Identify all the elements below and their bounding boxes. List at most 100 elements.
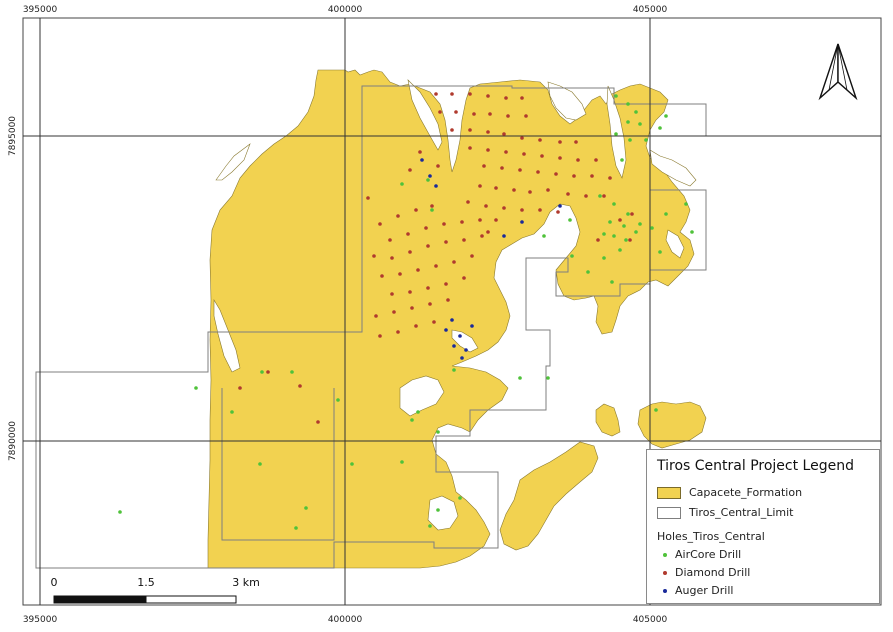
aircore-drill-hole xyxy=(602,256,606,260)
auger-drill-hole xyxy=(434,184,438,188)
diamond-drill-hole xyxy=(380,274,384,278)
tiros-central-limit-swatch xyxy=(657,506,681,519)
diamond-drill-hole xyxy=(432,320,436,324)
diamond-drill-hole xyxy=(372,254,376,258)
diamond-drill-hole xyxy=(484,204,488,208)
diamond-drill-hole xyxy=(460,220,464,224)
aircore-drill-hole xyxy=(624,238,628,242)
diamond-drill-hole xyxy=(518,168,522,172)
auger-drill-holes xyxy=(420,158,562,360)
coordinate-grid xyxy=(23,18,881,605)
diamond-drill-hole xyxy=(528,190,532,194)
aircore-drill-hole xyxy=(608,220,612,224)
formation-southeast-polygon xyxy=(499,441,599,551)
aircore-drill-hole xyxy=(644,138,648,142)
aircore-drill-hole xyxy=(546,376,550,380)
diamond-drill-hole xyxy=(480,234,484,238)
aircore-drill-hole xyxy=(664,212,668,216)
diamond-drill-hole xyxy=(504,96,508,100)
auger-drill-hole xyxy=(458,334,462,338)
aircore-drill-hole xyxy=(400,182,404,186)
legend-group-holes: Holes_Tiros_Central xyxy=(657,530,765,543)
scale-bar-segment-dark xyxy=(53,595,147,604)
diamond-drill-hole xyxy=(536,170,540,174)
diamond-drill-hole xyxy=(486,94,490,98)
diamond-drill-hole xyxy=(618,218,622,222)
diamond-drill-hole xyxy=(398,272,402,276)
diamond-drill-hole xyxy=(366,196,370,200)
diamond-drill-hole xyxy=(576,158,580,162)
aircore-drill-hole xyxy=(436,508,440,512)
aircore-drill-hole xyxy=(410,418,414,422)
diamond-drill-hole xyxy=(574,140,578,144)
diamond-drill-hole xyxy=(424,226,428,230)
legend-item-diamond: Diamond Drill xyxy=(657,566,750,579)
diamond-drill-hole xyxy=(500,166,504,170)
diamond-drill-hole xyxy=(538,138,542,142)
auger-drill-hole xyxy=(450,318,454,322)
void-west-notch xyxy=(215,143,251,181)
diamond-drill-hole xyxy=(502,206,506,210)
auger-drill-hole xyxy=(420,158,424,162)
diamond-drill-hole xyxy=(390,292,394,296)
diamond-drill-hole xyxy=(408,168,412,172)
y-label-7895000: 7895000 xyxy=(8,116,18,156)
aircore-drill-hole xyxy=(634,230,638,234)
aircore-drill-hole xyxy=(638,122,642,126)
aircore-drill-hole xyxy=(626,212,630,216)
legend-item-auger: Auger Drill xyxy=(657,584,733,597)
diamond-drill-hole xyxy=(602,194,606,198)
aircore-drill-hole xyxy=(452,368,456,372)
auger-drill-hole xyxy=(428,174,432,178)
auger-drill-hole xyxy=(460,356,464,360)
legend-label-aircore: AirCore Drill xyxy=(675,548,742,561)
scale-bar: 0 1.5 3 km xyxy=(51,576,260,604)
legend-label-tiros-central-limit: Tiros_Central_Limit xyxy=(689,506,794,519)
legend-group-title: Holes_Tiros_Central xyxy=(657,530,765,543)
void-west-channel xyxy=(213,298,241,373)
diamond-drill-hole xyxy=(520,208,524,212)
aircore-drill-hole xyxy=(260,370,264,374)
void-central-bay xyxy=(399,375,445,417)
diamond-drill-hole xyxy=(558,156,562,160)
auger-drill-hole xyxy=(502,234,506,238)
auger-drill-hole xyxy=(452,344,456,348)
legend-label-diamond: Diamond Drill xyxy=(675,566,751,579)
aircore-drill-hole xyxy=(570,254,574,258)
aircore-drill-hole xyxy=(612,234,616,238)
aircore-drill-hole xyxy=(684,202,688,206)
aircore-drill-hole xyxy=(618,248,622,252)
diamond-drill-hole xyxy=(482,164,486,168)
diamond-drill-hole xyxy=(494,218,498,222)
aircore-drill-hole xyxy=(626,120,630,124)
aircore-drill-hole xyxy=(650,226,654,230)
x-label-top-405000: 405000 xyxy=(633,5,668,15)
diamond-drill-hole xyxy=(524,114,528,118)
tiros-central-limit-layer xyxy=(35,85,707,569)
auger-dot-icon xyxy=(663,588,667,593)
diamond-drill-hole xyxy=(558,140,562,144)
diamond-drill-hole xyxy=(546,188,550,192)
diamond-drill-holes xyxy=(238,92,634,424)
diamond-drill-hole xyxy=(520,136,524,140)
x-label-top-395000: 395000 xyxy=(23,5,58,15)
diamond-drill-hole xyxy=(378,222,382,226)
capacete-formation-swatch xyxy=(657,486,681,499)
diamond-drill-hole xyxy=(506,114,510,118)
aircore-drill-hole xyxy=(230,410,234,414)
void-south-bay xyxy=(427,495,459,531)
diamond-drill-hole xyxy=(414,208,418,212)
diamond-drill-hole xyxy=(444,282,448,286)
x-label-bottom-395000: 395000 xyxy=(23,615,58,625)
aircore-drill-hole xyxy=(416,410,420,414)
aircore-drill-hole xyxy=(634,110,638,114)
aircore-drill-hole xyxy=(610,280,614,284)
diamond-drill-hole xyxy=(472,112,476,116)
diamond-drill-hole xyxy=(628,238,632,242)
legend-title: Tiros Central Project Legend xyxy=(657,458,854,474)
void-east-finger xyxy=(665,229,685,259)
diamond-drill-hole xyxy=(572,174,576,178)
auger-drill-hole xyxy=(520,220,524,224)
diamond-drill-hole xyxy=(298,384,302,388)
